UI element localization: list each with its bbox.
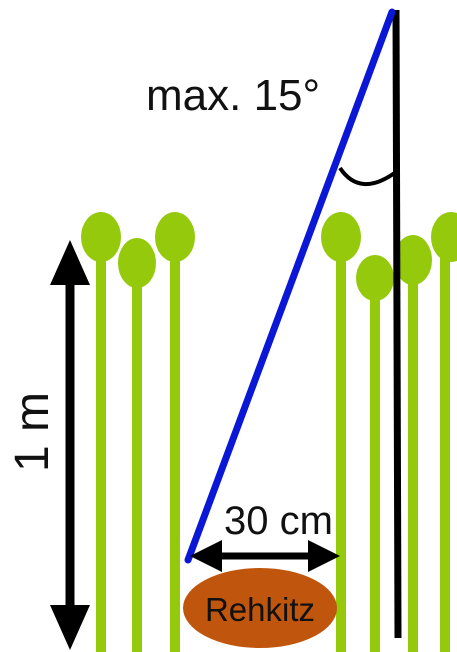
grass-stalk <box>321 212 361 652</box>
grass-stalk <box>356 255 394 652</box>
grass-right <box>321 212 457 652</box>
angle-arc <box>338 166 398 187</box>
distance-label: 30 cm <box>224 499 333 543</box>
fawn-label: Rehkitz <box>205 591 315 628</box>
sight-line <box>184 8 396 564</box>
fawn-shape <box>183 568 337 648</box>
angle-label: max. 15° <box>146 71 320 120</box>
grass-stalk <box>118 238 156 652</box>
grass-stalk <box>394 235 432 652</box>
grass-left <box>81 212 195 652</box>
grass-stalk <box>431 212 457 652</box>
height-arrow <box>50 240 90 650</box>
vertical-line <box>392 9 402 639</box>
grass-stalk <box>155 212 195 652</box>
distance-arrow <box>190 540 340 572</box>
grass-stalk <box>81 212 121 652</box>
height-label: 1 m <box>6 392 59 472</box>
